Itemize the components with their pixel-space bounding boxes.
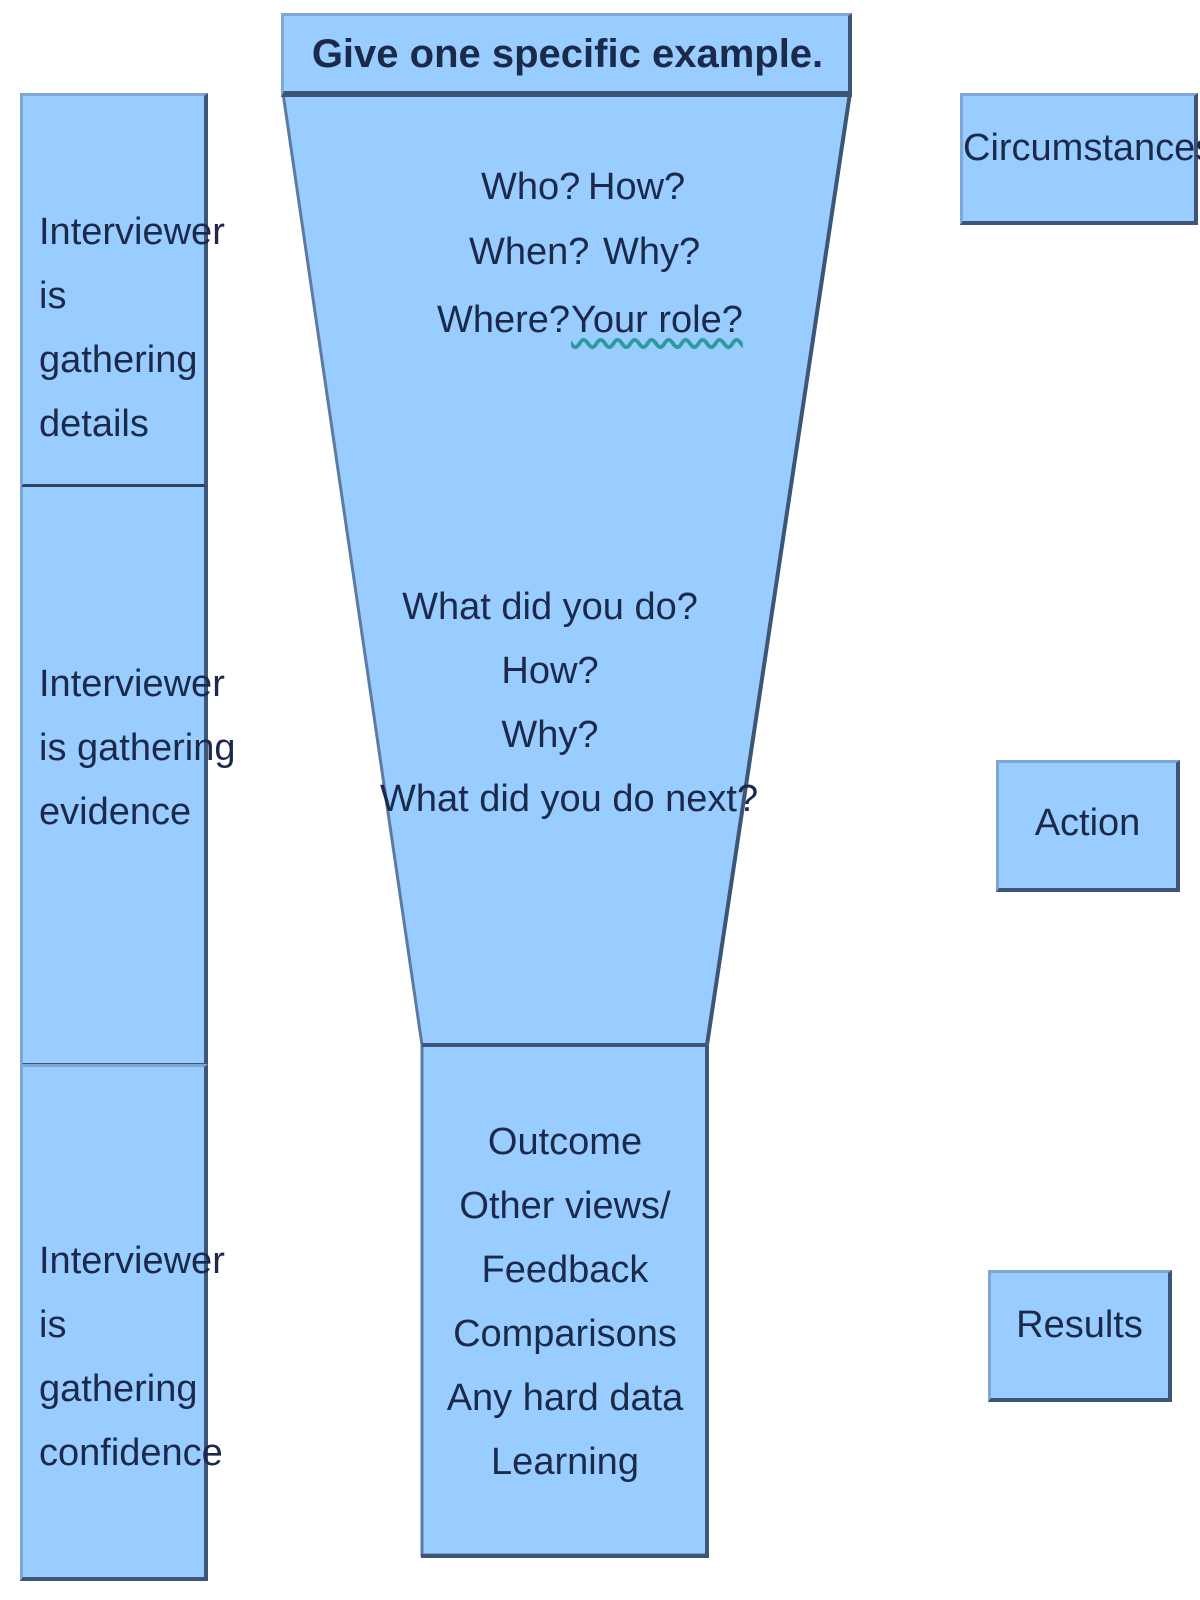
results-label: Results <box>1016 1304 1143 1346</box>
question-when: When? <box>469 231 590 273</box>
action-label: Action <box>1034 802 1141 844</box>
evidence-label: Interviewer is gathering evidence <box>39 663 236 833</box>
header-text: Give one specific example. <box>311 32 824 76</box>
question-who: Who? <box>481 166 581 208</box>
action-box: Action <box>996 760 1180 892</box>
header-box: Give one specific example. <box>281 13 852 97</box>
left-box-details: Interviewer is gathering details <box>20 93 225 490</box>
circumstances-box: Circumstances <box>960 93 1200 225</box>
results-items: Outcome Other views/ Feedback Comparison… <box>446 1121 684 1483</box>
details-label: Interviewer is gathering details <box>39 211 225 445</box>
question-how: How? <box>588 166 686 208</box>
left-box-confidence: Interviewer is gathering confidence <box>20 1064 225 1581</box>
action-questions: What did you do? How? Why? What did you … <box>380 586 759 820</box>
circumstances-label: Circumstances <box>963 127 1200 169</box>
left-box-evidence: Interviewer is gathering evidence <box>20 487 235 1067</box>
funnel-right-edge-shadow <box>705 92 852 1046</box>
question-why: Why? <box>603 231 701 273</box>
funnel-results-stem <box>420 1043 709 1557</box>
question-your-role: Your role? <box>571 299 743 341</box>
results-box: Results <box>988 1270 1172 1402</box>
question-where: Where? <box>437 299 571 341</box>
confidence-label: Interviewer is gathering confidence <box>39 1240 225 1474</box>
